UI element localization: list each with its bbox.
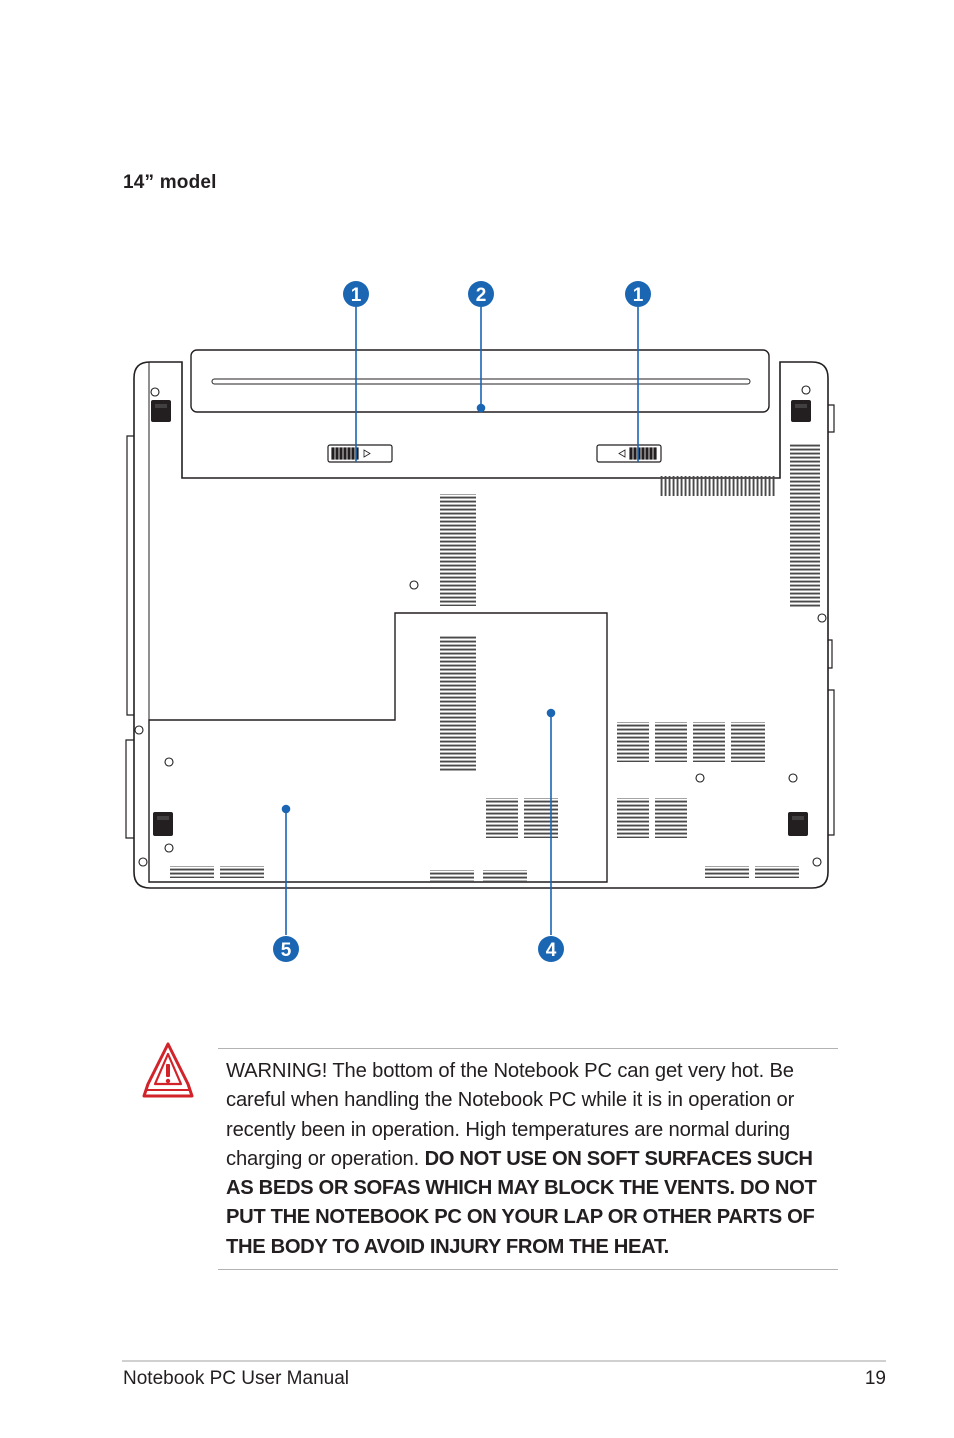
callout-label: 1	[351, 285, 362, 306]
warning-bottom-rule	[218, 1269, 838, 1270]
battery-latch-right	[596, 444, 662, 463]
callout-label: 1	[633, 285, 644, 306]
screws	[134, 385, 827, 867]
warning-text: WARNING! The bottom of the Notebook PC c…	[226, 1057, 844, 1262]
battery-pack	[190, 349, 770, 413]
page-number: 19	[864, 1368, 886, 1389]
footer-title: Notebook PC User Manual	[123, 1368, 349, 1389]
warning-bold-text: DO NOT USE ON SOFT SURFACES SUCH AS BEDS…	[226, 1147, 817, 1258]
warning-top-rule	[218, 1048, 838, 1049]
laptop-bottom-diagram: 1 2 1 5 4	[125, 281, 835, 962]
model-heading: 14” model	[123, 172, 217, 193]
vents	[170, 444, 820, 882]
callout-2: 2	[468, 281, 494, 307]
callout-5: 5	[273, 936, 299, 962]
right-edge	[828, 404, 835, 836]
callout-label: 4	[546, 940, 557, 961]
callout-1-right: 1	[625, 281, 651, 307]
left-edge	[125, 435, 134, 839]
callout-label: 5	[281, 940, 292, 961]
warning-normal-text: WARNING! The bottom of the Notebook PC c…	[226, 1060, 795, 1170]
footer-rule	[122, 1360, 886, 1362]
callout-leaders	[281, 307, 639, 935]
warning-icon	[142, 1042, 194, 1098]
callout-4: 4	[538, 936, 564, 962]
battery-latch-left	[327, 444, 393, 463]
callout-1-left: 1	[343, 281, 369, 307]
callout-label: 2	[476, 285, 487, 306]
